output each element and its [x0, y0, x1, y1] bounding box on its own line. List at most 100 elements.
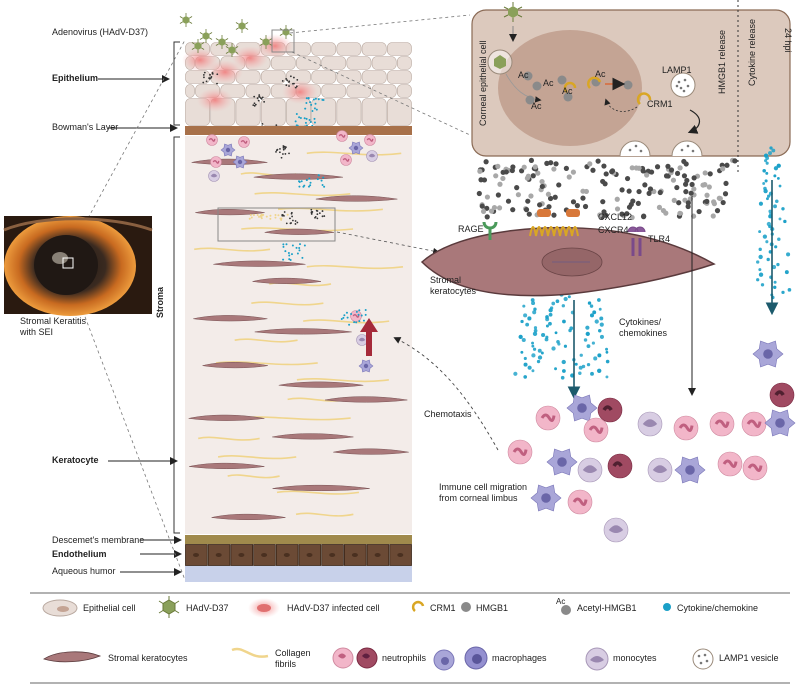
hmgb1-dot [290, 212, 293, 215]
hmgb1-dot [284, 153, 287, 155]
aqueous-humor-layer [185, 566, 412, 582]
hmgb1-particle [614, 196, 620, 202]
epithelial-cell [336, 70, 362, 84]
cytokine-particle [776, 262, 780, 267]
epithelial-cell [311, 98, 337, 126]
collagen-dot [265, 215, 268, 218]
cytokine-particle [578, 371, 582, 375]
label-cytokines-1: Cytokines/ [619, 317, 662, 327]
epithelial-cell [386, 42, 412, 56]
collagen-fibril [296, 377, 389, 383]
cytokine-dot [302, 185, 305, 188]
cytokine-particle [764, 179, 768, 183]
hmgb1-particle [515, 192, 522, 198]
hmgb1-dot [284, 147, 287, 150]
legend-neutrophils: neutrophils [382, 653, 427, 663]
legend-macrophage-2 [464, 646, 488, 670]
hmgb1-particle [580, 195, 586, 201]
collagen-dot [250, 216, 253, 219]
cytokine-particle [758, 201, 764, 206]
hmgb1-particle [566, 174, 572, 180]
hmgb1-particle [711, 201, 717, 207]
hmgb1-dot [296, 221, 299, 224]
cytokine-particle [551, 346, 556, 351]
hmgb1-particle [535, 170, 541, 176]
cytokine-dot [309, 101, 312, 104]
hmgb1-particle [528, 193, 534, 199]
cytokine-particle [586, 362, 591, 367]
cytokine-dot [320, 179, 323, 182]
cytokine-dot [282, 258, 285, 261]
cytokine-particle [594, 319, 599, 324]
cytokine-dot [358, 320, 361, 323]
cytokine-particle [758, 272, 764, 277]
cytokine-dot [299, 243, 302, 246]
hmgb1-particle [619, 211, 625, 217]
hmgb1-particle [717, 195, 723, 202]
virus-icon [235, 19, 249, 33]
hmgb1-particle [480, 208, 487, 215]
legend-monocytes: monocytes [613, 653, 657, 663]
macrophage-cell [348, 141, 364, 155]
cytokine-particle [551, 301, 556, 306]
cytokine-particle [763, 188, 768, 194]
hmgb1-particle [629, 165, 635, 171]
hmgb1-particle [525, 198, 531, 204]
hmgb1-particle [704, 192, 710, 198]
cytokine-dot [315, 108, 318, 111]
hmgb1-particle [600, 199, 606, 205]
hmgb1-cloud [476, 157, 738, 221]
cytokine-dot [288, 254, 291, 257]
hmgb1-particle [657, 189, 663, 196]
hmgb1-dot [288, 85, 290, 87]
hmgb1-dot [310, 213, 313, 215]
hmgb1-dot [278, 151, 281, 154]
epithelial-cell [260, 70, 286, 84]
label-aqueous: Aqueous humor [52, 566, 116, 576]
hmgb1-dot [282, 145, 285, 147]
cytokine-particle [778, 184, 782, 188]
hmgb1-dot [315, 209, 318, 212]
collagen-dot [248, 217, 251, 220]
hmgb1-particle [580, 188, 586, 194]
epithelial-cell [336, 42, 362, 56]
hmgb1-particle [677, 165, 683, 171]
cytokine-particle [520, 319, 524, 324]
hmgb1-dot [280, 156, 283, 159]
hmgb1-dot [257, 99, 260, 102]
hmgb1-particle [646, 190, 652, 196]
label-ac-4: Ac [562, 86, 573, 96]
keratocyte-cell [195, 209, 265, 216]
keratocyte-cell [333, 448, 409, 455]
hmgb1-particle [720, 199, 726, 206]
hmgb1-particle [500, 175, 506, 182]
hmgb1-particle [544, 160, 550, 166]
cytokine-dot [305, 117, 308, 120]
cytokine-particle [578, 365, 583, 370]
hmgb1-particle [530, 173, 536, 179]
epithelial-cell [185, 84, 195, 98]
hmgb1-particle [587, 161, 593, 167]
keratocyte-cell [272, 433, 354, 440]
cytokine-particle [768, 209, 772, 214]
cytokine-particle [592, 310, 597, 315]
hmgb1-particle [677, 210, 683, 216]
eye-zoom-line-top [67, 39, 186, 256]
neutrophil-cell [709, 411, 735, 437]
cell-zoom-line-top [289, 14, 471, 34]
label-eye-caption-1: Stromal Keratitis [20, 316, 87, 326]
epithelial-cell [361, 42, 387, 56]
cytokine-dot [348, 323, 351, 326]
hmgb1-particle [624, 175, 631, 182]
neutrophil-cell [336, 130, 348, 142]
hmgb1-dot [292, 76, 295, 79]
collagen-dot [258, 215, 261, 218]
keratocyte-cell [252, 277, 322, 284]
hmgb1-dot [205, 80, 208, 83]
infected-cell-glow [257, 34, 293, 58]
hmgb1-particle [714, 208, 721, 214]
neutrophil-cell [673, 415, 699, 441]
collagen-dot [277, 214, 280, 217]
label-stromal-2: keratocytes [430, 286, 477, 296]
hmgb1-particle [528, 157, 535, 164]
